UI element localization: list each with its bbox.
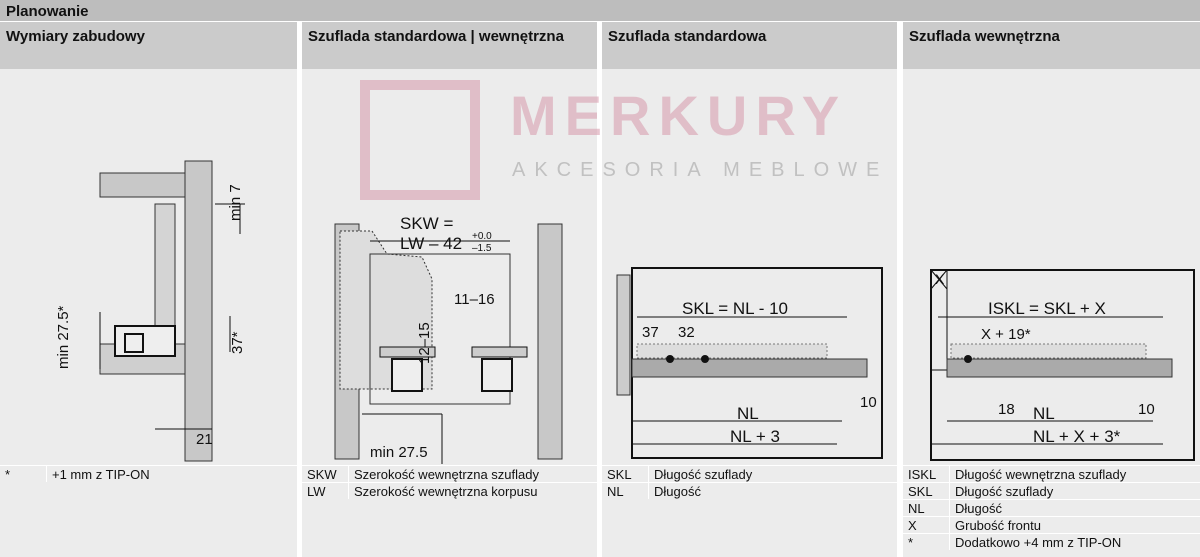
dim-min7: min 7 — [227, 184, 244, 221]
dim-21: 21 — [196, 431, 213, 448]
dim-min275: min 27.5* — [55, 305, 72, 369]
legend-row: SKL Długość szuflady — [903, 482, 1200, 499]
legend-key: * — [908, 534, 914, 550]
legend-value: Dodatkowo +4 mm z TIP-ON — [949, 534, 1200, 550]
legend: * +1 mm z TIP-ON — [0, 465, 297, 482]
legend: ISKL Długość wewnętrzna szuflady SKL Długo… — [903, 465, 1200, 550]
legend-key: SKL — [908, 483, 933, 499]
drawer-width-diagram: SKW = LW – 42 +0.0 –1.5 11–16 12–15 min … — [302, 69, 597, 464]
dim-skl: SKL = NL - 10 — [682, 299, 788, 318]
internal-drawer-length-diagram: X ISKL = SKL + X X + 19* 18 NL 10 NL + X… — [903, 69, 1200, 464]
tolerance-plus: +0.0 — [472, 231, 492, 242]
legend-key: LW — [307, 483, 326, 499]
column-header: Szuflada standardowa — [602, 22, 897, 69]
tolerance-minus: –1.5 — [472, 243, 492, 254]
legend-value: Długość szuflady — [648, 466, 897, 482]
dim-11-16: 11–16 — [454, 291, 495, 308]
column-internal: Szuflada wewnętrzna X ISKL = SKL + X X +… — [903, 22, 1200, 557]
legend-value: Grubość frontu — [949, 517, 1200, 533]
dim-iskl: ISKL = SKL + X — [988, 299, 1106, 318]
dim-32: 32 — [678, 324, 695, 341]
column-header: Szuflada wewnętrzna — [903, 22, 1200, 69]
legend-value: Szerokość wewnętrzna szuflady — [348, 466, 597, 482]
legend-value: Długość — [648, 483, 897, 499]
legend-row: ISKL Długość wewnętrzna szuflady — [903, 465, 1200, 482]
legend: SKL Długość szuflady NL Długość — [602, 465, 897, 499]
dim-nl: NL — [1033, 404, 1055, 423]
dim-skw: SKW = — [400, 214, 453, 233]
dim-37: 37* — [229, 331, 246, 354]
legend-row: NL Długość — [602, 482, 897, 499]
dim-18: 18 — [998, 401, 1015, 418]
column-header: Wymiary zabudowy — [0, 22, 297, 69]
dim-x: X — [935, 271, 945, 287]
legend-key: SKL — [607, 466, 632, 482]
column-build-dimensions: Wymiary zabudowy min 7 min 27.5* 37* 21 … — [0, 22, 297, 557]
dim-nl3: NL + 3 — [730, 427, 780, 446]
dim-10: 10 — [1138, 401, 1155, 418]
legend-value: Szerokość wewnętrzna korpusu — [348, 483, 597, 499]
dim-lw: LW – 42 — [400, 234, 462, 253]
column-header: Szuflada standardowa | wewnętrzna — [302, 22, 597, 69]
legend-row: * +1 mm z TIP-ON — [0, 465, 297, 482]
legend-value: +1 mm z TIP-ON — [46, 466, 297, 482]
legend-key: NL — [908, 500, 925, 516]
column-standard-internal: Szuflada standardowa | wewnętrzna SKW = … — [302, 22, 597, 557]
dim-37: 37 — [642, 324, 659, 341]
legend-row: SKL Długość szuflady — [602, 465, 897, 482]
legend-row: SKW Szerokość wewnętrzna szuflady — [302, 465, 597, 482]
legend-key: ISKL — [908, 466, 937, 482]
legend-value: Długość — [949, 500, 1200, 516]
dim-12-15: 12–15 — [416, 322, 433, 364]
legend-row: X Grubość frontu — [903, 516, 1200, 533]
dim-nlx3: NL + X + 3* — [1033, 427, 1121, 446]
legend-row: LW Szerokość wewnętrzna korpusu — [302, 482, 597, 499]
dim-10: 10 — [860, 394, 877, 411]
legend-row: * Dodatkowo +4 mm z TIP-ON — [903, 533, 1200, 550]
legend-key: SKW — [307, 466, 337, 482]
legend-value: Długość szuflady — [949, 483, 1200, 499]
standard-drawer-length-diagram: SKL = NL - 10 37 32 10 NL NL + 3 — [602, 69, 897, 464]
page-title: Planowanie — [0, 0, 1200, 21]
column-standard: Szuflada standardowa SKL = NL - 10 37 32… — [602, 22, 897, 557]
legend: SKW Szerokość wewnętrzna szuflady LW Szero… — [302, 465, 597, 499]
build-dimensions-diagram: min 7 min 27.5* 37* 21 — [0, 69, 297, 464]
legend-value: Długość wewnętrzna szuflady — [949, 466, 1200, 482]
dim-x19: X + 19* — [981, 326, 1031, 343]
dim-min275: min 27.5 — [370, 444, 428, 461]
legend-key: * — [5, 466, 11, 482]
dim-nl: NL — [737, 404, 759, 423]
legend-key: X — [908, 517, 917, 533]
legend-row: NL Długość — [903, 499, 1200, 516]
legend-key: NL — [607, 483, 624, 499]
